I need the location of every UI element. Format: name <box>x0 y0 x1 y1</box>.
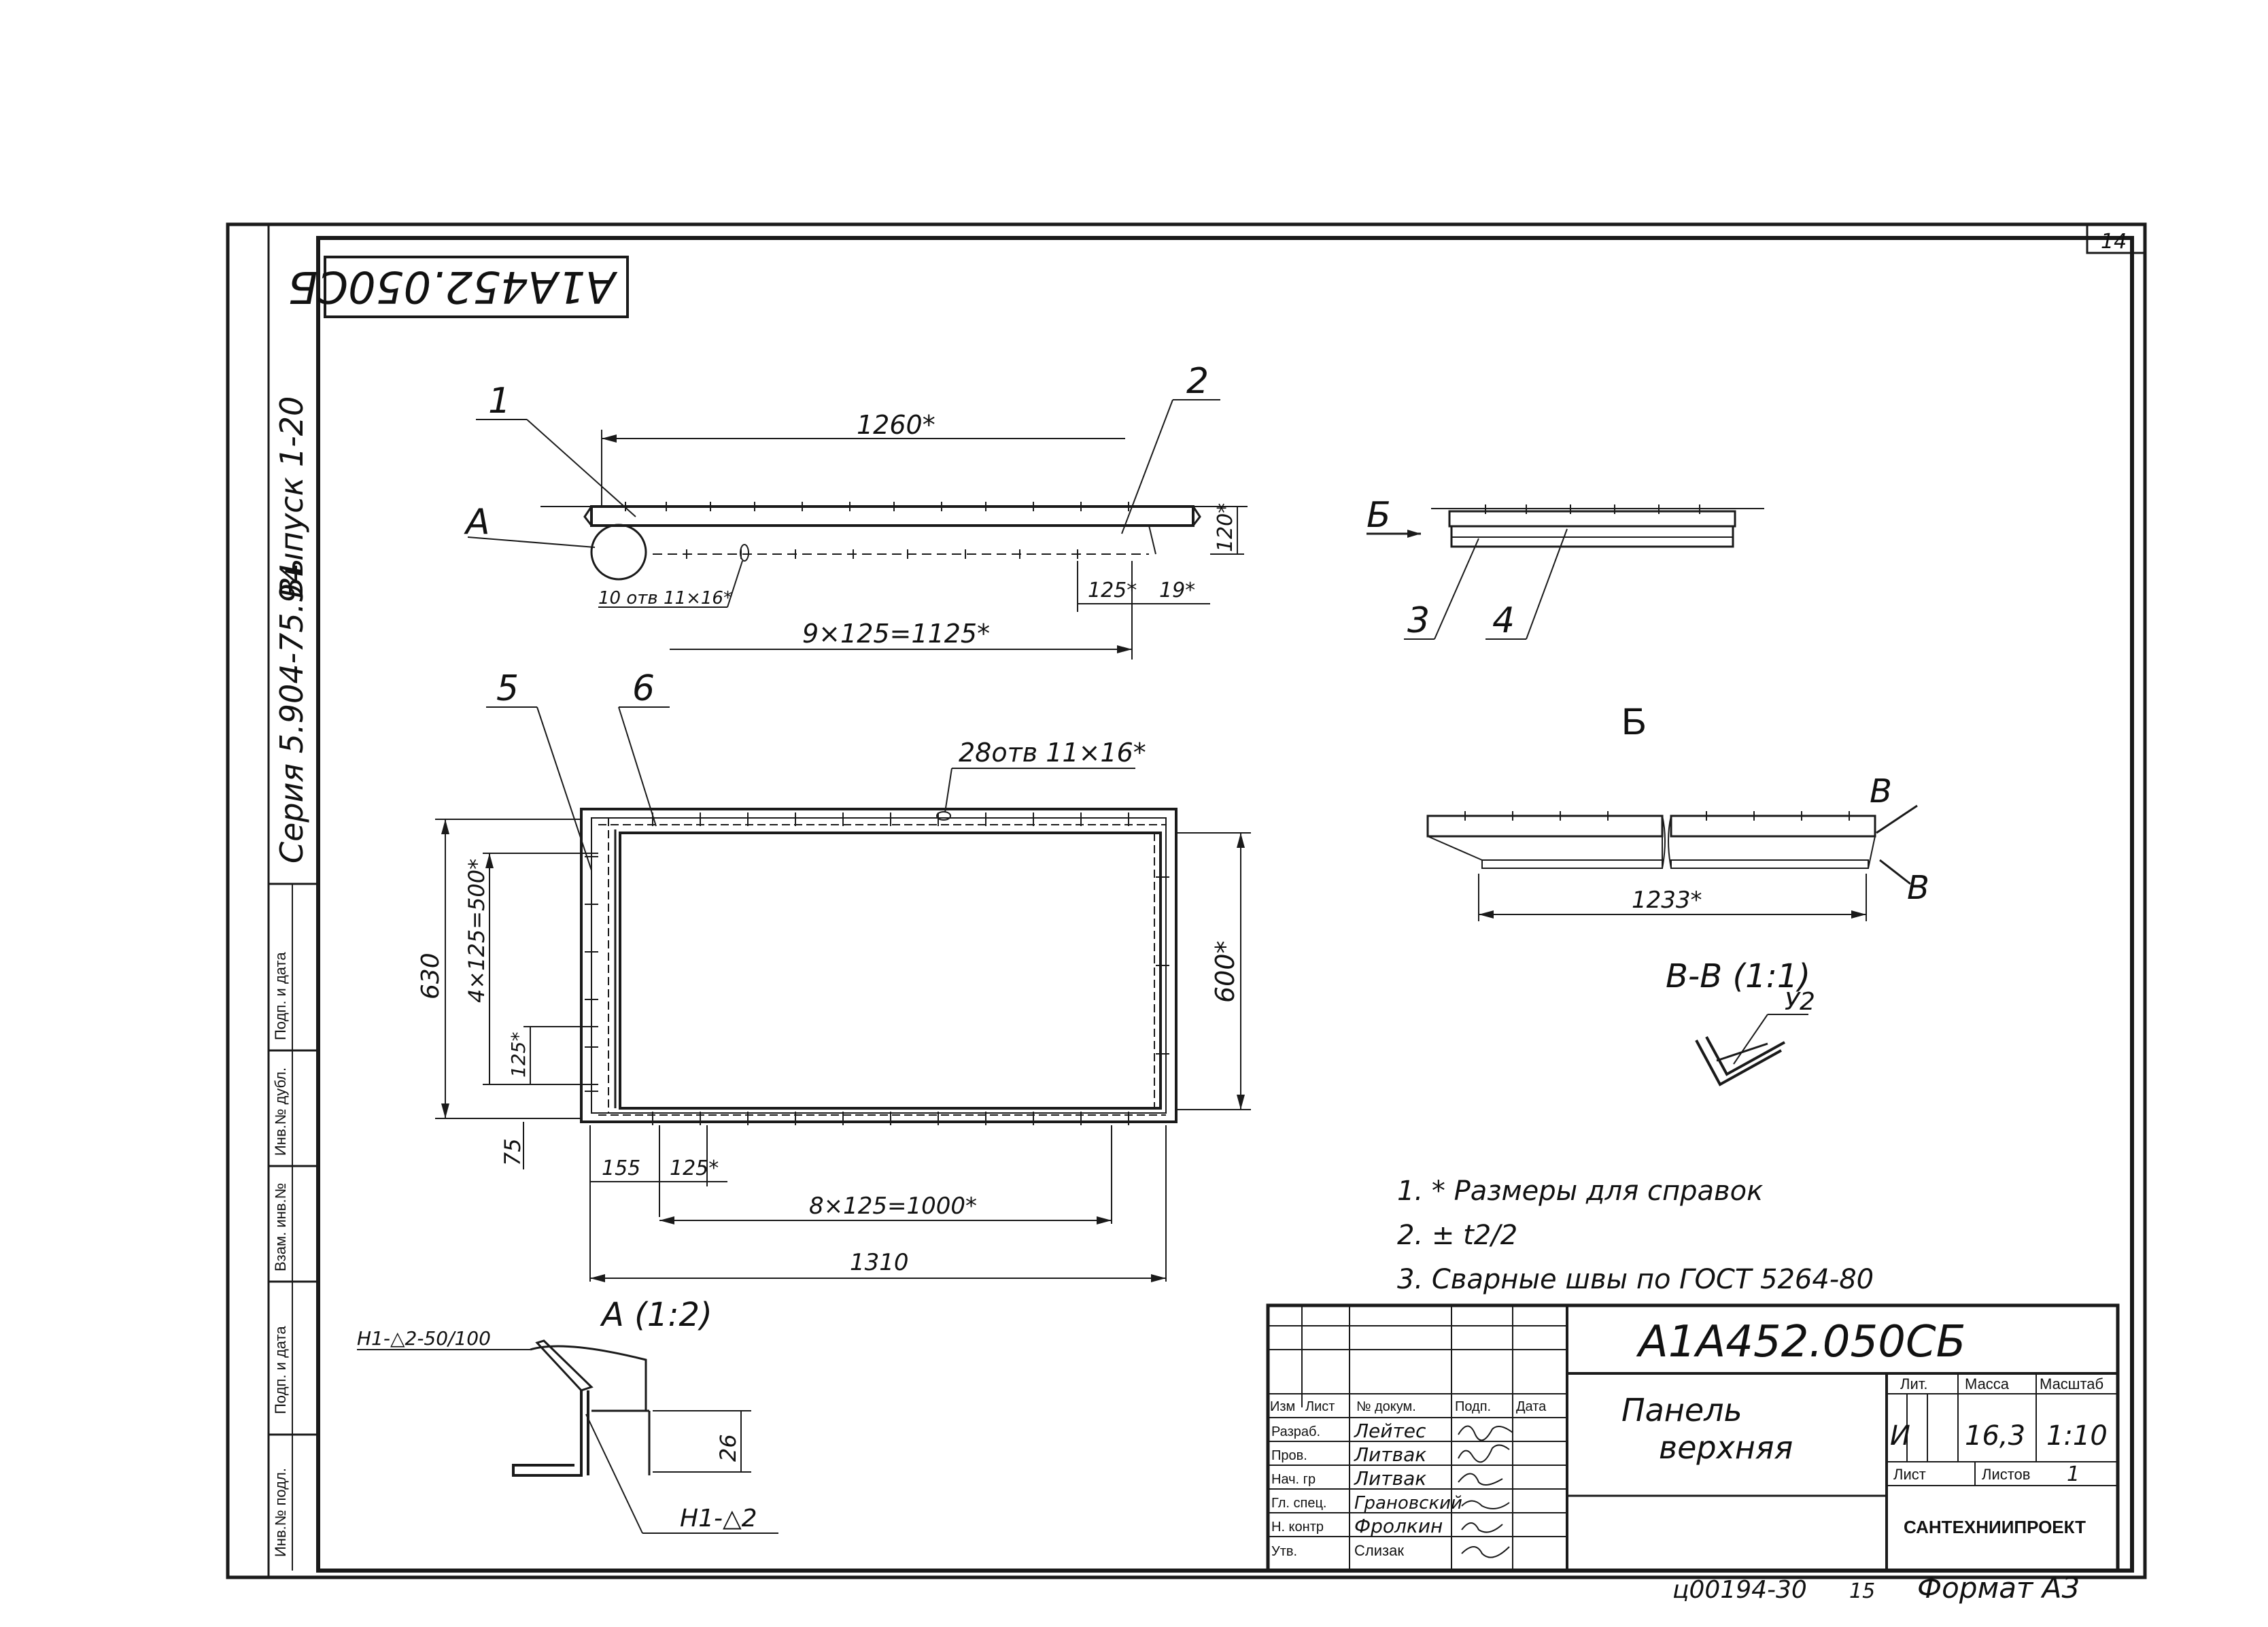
corner-number: 14 <box>2101 230 2127 254</box>
plan-holes-label: 28отв 11×16* <box>959 738 1146 768</box>
col-header-list: Лист <box>1305 1399 1335 1414</box>
dim-1310: 1310 <box>850 1249 909 1276</box>
row-name-4: Фролкин <box>1354 1515 1443 1537</box>
row-role-3: Гл. спец. <box>1271 1496 1326 1511</box>
designation: А1А452.050СБ <box>1636 1317 1966 1367</box>
dim-120: 120* <box>1214 503 1237 552</box>
dim-1260: 1260* <box>857 410 935 440</box>
bottom-code: ц00194-30 <box>1672 1576 1807 1604</box>
strip-cell-1: Подп. и дата <box>272 1326 289 1414</box>
name-line2: верхняя <box>1659 1429 1793 1466</box>
note-3: 3. Сварные швы по ГОСТ 5264-80 <box>1397 1264 1874 1295</box>
col-header-sign: Подп. <box>1455 1399 1491 1414</box>
weld-bottom-label: Н1-△2 <box>680 1505 757 1532</box>
outer-frame <box>226 222 2147 1579</box>
row-name-5: Слизак <box>1354 1542 1404 1559</box>
dim-75: 75 <box>500 1138 526 1166</box>
col-header-doc: № докум. <box>1356 1399 1416 1414</box>
dim-125-top: 125* <box>1088 579 1137 602</box>
plan-view: 630 4×125=500* 125* 75 600* 155 125* 8×1… <box>417 668 1251 1282</box>
row-role-0: Разраб. <box>1271 1424 1320 1439</box>
dim-19: 19* <box>1159 579 1195 602</box>
note-2: 2. ± t2/2 <box>1397 1220 1517 1251</box>
section-VV-title: В-В (1:1) <box>1666 957 1810 995</box>
callout-2: 2 <box>1186 361 1209 402</box>
side-label-B: Б <box>1367 495 1391 536</box>
dim-125v: 125* <box>507 1032 530 1078</box>
callout-6: 6 <box>632 668 655 709</box>
strip-cell-3: Инв.№ дубл. <box>272 1067 289 1156</box>
sheets-value: 1 <box>2067 1462 2080 1486</box>
detail-A-title: А (1:2) <box>600 1296 712 1334</box>
mirrored-code: A1A452.050СБ <box>288 261 618 311</box>
scale-value: 1:10 <box>2046 1420 2108 1452</box>
callout-3: 3 <box>1407 600 1430 641</box>
label-A: А <box>464 502 490 543</box>
row-role-2: Нач. гр <box>1271 1472 1316 1487</box>
dim-26: 26 <box>715 1434 741 1462</box>
strip-cell-4: Подп. и дата <box>272 952 289 1040</box>
name-line1: Панель <box>1621 1392 1742 1428</box>
callout-5: 5 <box>496 668 519 709</box>
side-view: Б 3 4 <box>1367 495 1764 641</box>
inner-frame <box>316 236 2134 1573</box>
org-name: САНТЕХНИИПРОЕКТ <box>1904 1517 2086 1537</box>
dim-630: 630 <box>417 953 445 999</box>
section-VV-weld: У2 <box>1785 988 1815 1016</box>
scale-header: Масштаб <box>2040 1375 2103 1392</box>
dim-125h: 125* <box>670 1157 719 1180</box>
dim-1233: 1233* <box>1632 887 1702 914</box>
callout-1: 1 <box>488 381 511 422</box>
row-name-3: Грановский <box>1354 1493 1462 1513</box>
view-B: Б 1233* В В <box>1426 700 1929 921</box>
mass-header: Масса <box>1965 1375 2010 1392</box>
col-header-izm: Изм <box>1270 1399 1295 1414</box>
row-role-4: Н. контр <box>1271 1520 1324 1535</box>
bottom-number: 15 <box>1849 1579 1875 1603</box>
corner-box <box>2086 223 2146 254</box>
signatures <box>1458 1425 1513 1558</box>
row-role-1: Пров. <box>1271 1448 1307 1463</box>
series-text: Серия 5.904-75.94 <box>273 563 310 863</box>
mass-value: 16,3 <box>1965 1420 2025 1452</box>
notes: 1. * Размеры для справок 2. ± t2/2 3. Св… <box>1397 1176 1874 1295</box>
format-label: Формат А3 <box>1917 1571 2080 1605</box>
top-holes-label: 10 отв 11×16* <box>598 588 732 609</box>
view-B-title: Б <box>1621 700 1647 742</box>
row-name-1: Литвак <box>1354 1443 1426 1466</box>
strip-cell-0: Инв.№ подл. <box>272 1468 289 1557</box>
title-block: Изм Лист № докум. Подп. Дата Разраб. Лей… <box>1266 1303 2120 1573</box>
lit-value: И <box>1890 1420 1910 1452</box>
sheet-label: Лист <box>1893 1466 1926 1483</box>
dim-155: 155 <box>602 1157 640 1180</box>
label-V1: В <box>1870 772 1892 810</box>
detail-A: А (1:2) 26 Н1-△2-50/100 Н1-△2 <box>357 1296 778 1534</box>
row-name-0: Лейтес <box>1354 1420 1426 1442</box>
dim-8x125: 8×125=1000* <box>809 1193 977 1220</box>
strip-cell-2: Взам. инв.№ <box>272 1183 289 1271</box>
section-VV: В-В (1:1) У2 <box>1666 957 1815 1086</box>
row-role-5: Утв. <box>1271 1544 1297 1559</box>
col-header-date: Дата <box>1516 1399 1547 1414</box>
row-name-2: Литвак <box>1354 1467 1426 1490</box>
dim-600: 600* <box>1210 940 1240 1003</box>
dim-9x125: 9×125=1125* <box>802 619 990 649</box>
lit-header: Лит. <box>1900 1375 1927 1392</box>
dim-4x125: 4×125=500* <box>464 859 489 1003</box>
side-strip-table: Инв.№ подл. Подп. и дата Взам. инв.№ Инв… <box>269 883 318 1571</box>
note-1: 1. * Размеры для справок <box>1397 1176 1763 1207</box>
label-V2: В <box>1907 869 1929 907</box>
weld-top-label: Н1-△2-50/100 <box>357 1327 491 1350</box>
callout-4: 4 <box>1492 600 1515 641</box>
issue-text: Выпуск 1-20 <box>273 396 310 598</box>
top-view: 1260* 120* 125* 19* 9×125=1125* 10 отв 1… <box>464 361 1248 660</box>
mirrored-code-box <box>324 256 629 318</box>
sheets-label: Листов <box>1982 1466 2030 1483</box>
